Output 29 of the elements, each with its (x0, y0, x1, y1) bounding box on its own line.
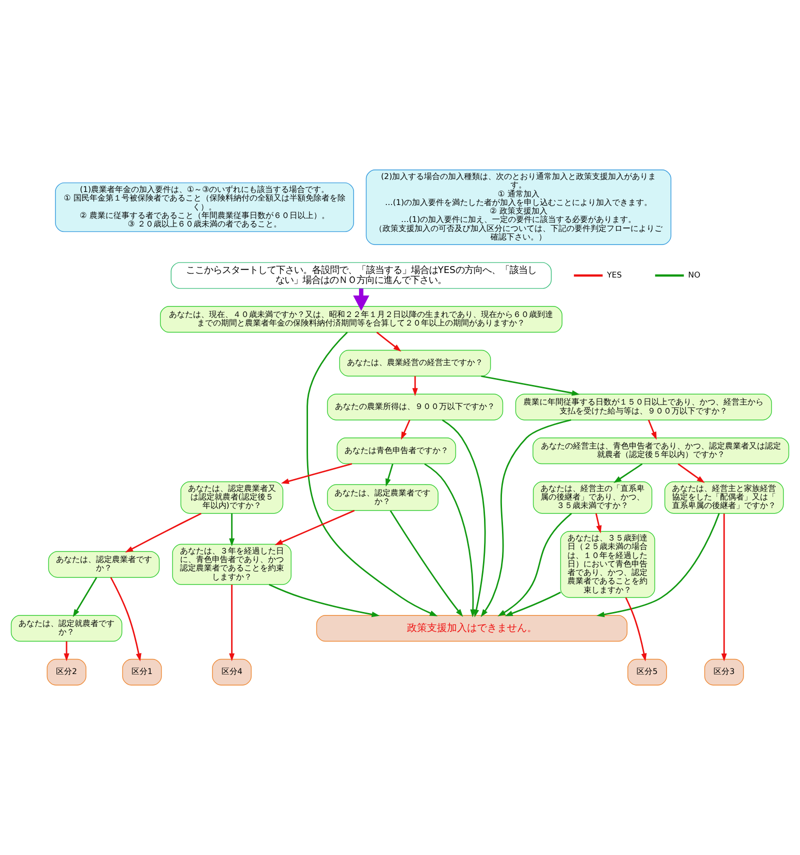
arrow (678, 463, 705, 484)
arrow (64, 641, 70, 662)
arrow (442, 419, 486, 618)
node-box: ここからスタートして下さい。各設問で、「該当する」場合はYESの方向へ、「該当しない」場合はのＮＯ方向に進んで下さい。 (170, 262, 552, 289)
arrow (424, 463, 476, 618)
arrow (596, 513, 720, 618)
arrow (376, 332, 402, 352)
arrow (268, 584, 380, 618)
arrow (281, 463, 352, 484)
arrow (504, 592, 561, 616)
arrow (412, 376, 418, 396)
arrow (498, 512, 572, 616)
arrow (110, 577, 142, 662)
arrow (274, 510, 355, 546)
arrow (648, 420, 657, 440)
arrow (125, 512, 202, 552)
arrow (480, 419, 572, 618)
arrow (614, 463, 643, 483)
arrow (721, 514, 727, 662)
arrow (390, 510, 464, 617)
arrow (385, 464, 394, 487)
node-box: 政策支援加入はできません。 (316, 615, 628, 642)
arrow (229, 584, 235, 662)
arrow (229, 513, 235, 546)
arrow (595, 513, 602, 534)
arrow (400, 420, 410, 440)
arrow (72, 577, 98, 618)
arrow (625, 597, 647, 662)
arrow (481, 375, 580, 396)
